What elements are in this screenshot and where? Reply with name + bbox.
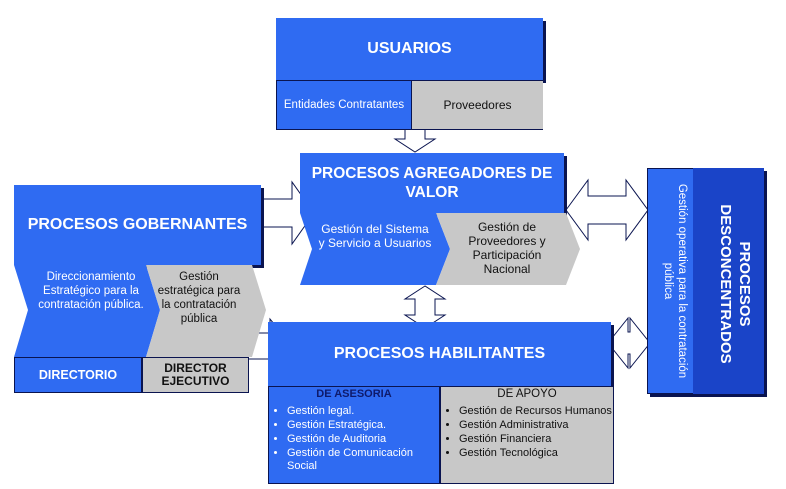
habilitantes-header: PROCESOS HABILITANTES [268,322,611,386]
usuarios-title: USUARIOS [367,40,452,57]
directorio-box: DIRECTORIO [14,357,142,393]
usuarios-proveedores: Proveedores [412,80,543,130]
agregadores-right-text: Gestión de Proveedores y Participación N… [468,220,546,276]
asesoria-item: Gestión de Auditoria [287,433,439,446]
apoyo-item: Gestión de Recursos Humanos [459,405,613,418]
asesoria-item: Gestión Estratégica. [287,419,439,432]
asesoria-title: DE ASESORIA [269,387,439,401]
director-ejecutivo-box: DIRECTOR EJECUTIVO [142,357,249,393]
agregadores-left-chevron [300,213,450,285]
habilitantes-title: PROCESOS HABILITANTES [333,345,546,362]
gobernantes-right-chevron [146,265,266,357]
agregadores-title: PROCESOS AGREGADORES DE VALOR [311,165,553,201]
apoyo-list: Gestión de Recursos Humanos Gestión Admi… [441,405,613,460]
apoyo-panel: DE APOYO Gestión de Recursos Humanos Ges… [440,386,614,484]
asesoria-item: Gestión legal. [287,405,439,418]
usuarios-entidades: Entidades Contratantes [276,80,412,130]
desconcentrados-title: PROCESOS DESCONCENTRADOS [717,204,753,364]
apoyo-item: Gestión Financiera [459,433,613,446]
agregadores-left-text: Gestión del Sistema y Servicio a Usuario… [318,222,432,250]
apoyo-item: Gestión Tecnológica [459,447,613,460]
agregadores-right-chevron [436,213,580,285]
apoyo-title: DE APOYO [497,388,557,400]
asesoria-item: Gestión de Comunicación Social [287,447,439,473]
asesoria-panel: DE ASESORIA Gestión legal. Gestión Estra… [268,386,440,484]
asesoria-list: Gestión legal. Gestión Estratégica. Gest… [269,405,439,473]
desconcentrados-title-band [693,168,764,394]
gobernantes-right-text: Gestión estratégica para la contratación… [157,271,241,325]
apoyo-item: Gestión Administrativa [459,419,613,432]
usuarios-header: USUARIOS [276,18,543,80]
gobernantes-left-chevron [14,265,160,357]
gobernantes-left-text: Direccionamiento Estratégico para la con… [38,271,144,311]
gobernantes-header: PROCESOS GOBERNANTES [14,185,261,265]
desconcentrados-subtitle: Gestión operativa para la contratación p… [662,183,688,379]
gobernantes-title: PROCESOS GOBERNANTES [27,216,248,233]
agregadores-header: PROCESOS AGREGADORES DE VALOR [300,153,564,213]
